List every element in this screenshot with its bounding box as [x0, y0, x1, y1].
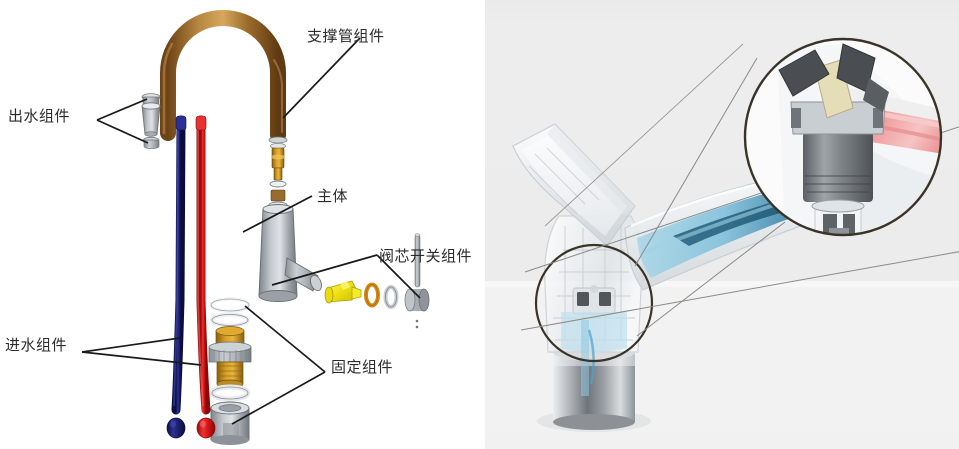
leader-outlet-b [96, 119, 149, 144]
callout-source-circle [534, 243, 654, 363]
faucet-cutaway-render [485, 0, 959, 449]
part-support-tube-assembly [160, 10, 286, 143]
leader-valve-b [376, 254, 421, 299]
leader-outlet-a [96, 98, 148, 121]
leader-support-tube [282, 37, 361, 119]
label-water-inlet-assembly: 进水组件 [5, 336, 68, 354]
label-valve-switch-assembly: 阀芯开关组件 [379, 247, 473, 265]
part-water-outlet-assembly [141, 93, 161, 150]
label-main-body: 主体 [317, 187, 349, 205]
leader-inlet-a [81, 337, 181, 353]
lever-left-zoom [778, 49, 830, 97]
part-support-tube-stem [268, 136, 288, 209]
leader-fix-b [231, 371, 326, 425]
part-main-body [258, 204, 322, 302]
part-water-inlet-assembly [166, 115, 216, 439]
leader-valve-a [271, 254, 378, 286]
part-valve-switch-assembly [324, 233, 430, 329]
exploded-view-drawing [81, 10, 430, 445]
exploded-parts-diagram-panel: 支撑管组件 出水组件 主体 阀芯开关组件 进水组件 固定组件 [5, 10, 473, 445]
leader-inlet-b [81, 351, 202, 366]
part-fixing-assembly [208, 297, 252, 445]
transparent-faucet-render-panel [485, 0, 959, 449]
water-in-body [561, 312, 627, 352]
label-fixing-assembly: 固定组件 [331, 358, 394, 376]
label-water-outlet-assembly: 出水组件 [8, 107, 71, 125]
leader-lines [81, 37, 421, 425]
callout-pointer-line [544, 43, 744, 227]
leader-fix-a [244, 305, 326, 373]
leader-main-body [242, 195, 313, 233]
label-support-tube-assembly: 支撑管组件 [307, 27, 385, 45]
callout-magnifier-circle [743, 37, 943, 237]
faucet-lever-handle [512, 123, 636, 247]
